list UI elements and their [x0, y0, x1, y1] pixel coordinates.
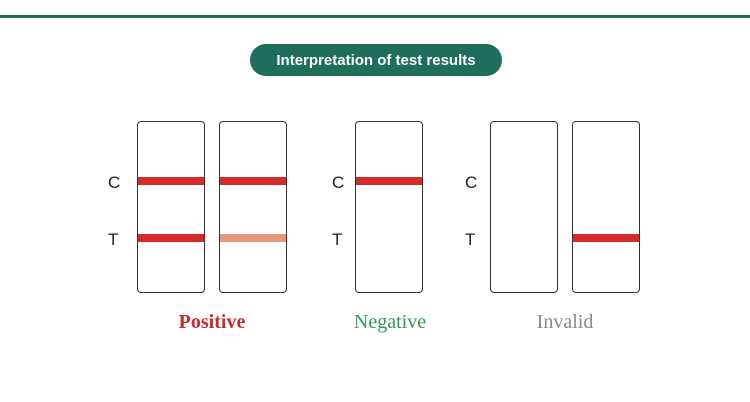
positive-strip-1 [137, 121, 205, 293]
positive-label: Positive [178, 311, 246, 333]
control-mark-negative: C [332, 173, 345, 192]
control-line [220, 177, 286, 185]
test-line [573, 234, 639, 242]
test-line [138, 234, 204, 242]
control-mark-positive: C [108, 173, 121, 192]
top-divider [0, 15, 750, 18]
test-line [220, 234, 286, 242]
results-title: Interpretation of test results [250, 44, 502, 76]
invalid-label: Invalid [536, 311, 594, 333]
positive-strip-2 [219, 121, 287, 293]
control-line [138, 177, 204, 185]
test-mark-negative: T [332, 230, 343, 249]
invalid-strip-1 [490, 121, 558, 293]
control-mark-invalid: C [465, 173, 478, 192]
test-mark-invalid: T [465, 230, 476, 249]
negative-label: Negative [353, 311, 427, 333]
control-line [356, 177, 422, 185]
invalid-strip-2 [572, 121, 640, 293]
negative-strip [355, 121, 423, 293]
test-mark-positive: T [108, 230, 119, 249]
